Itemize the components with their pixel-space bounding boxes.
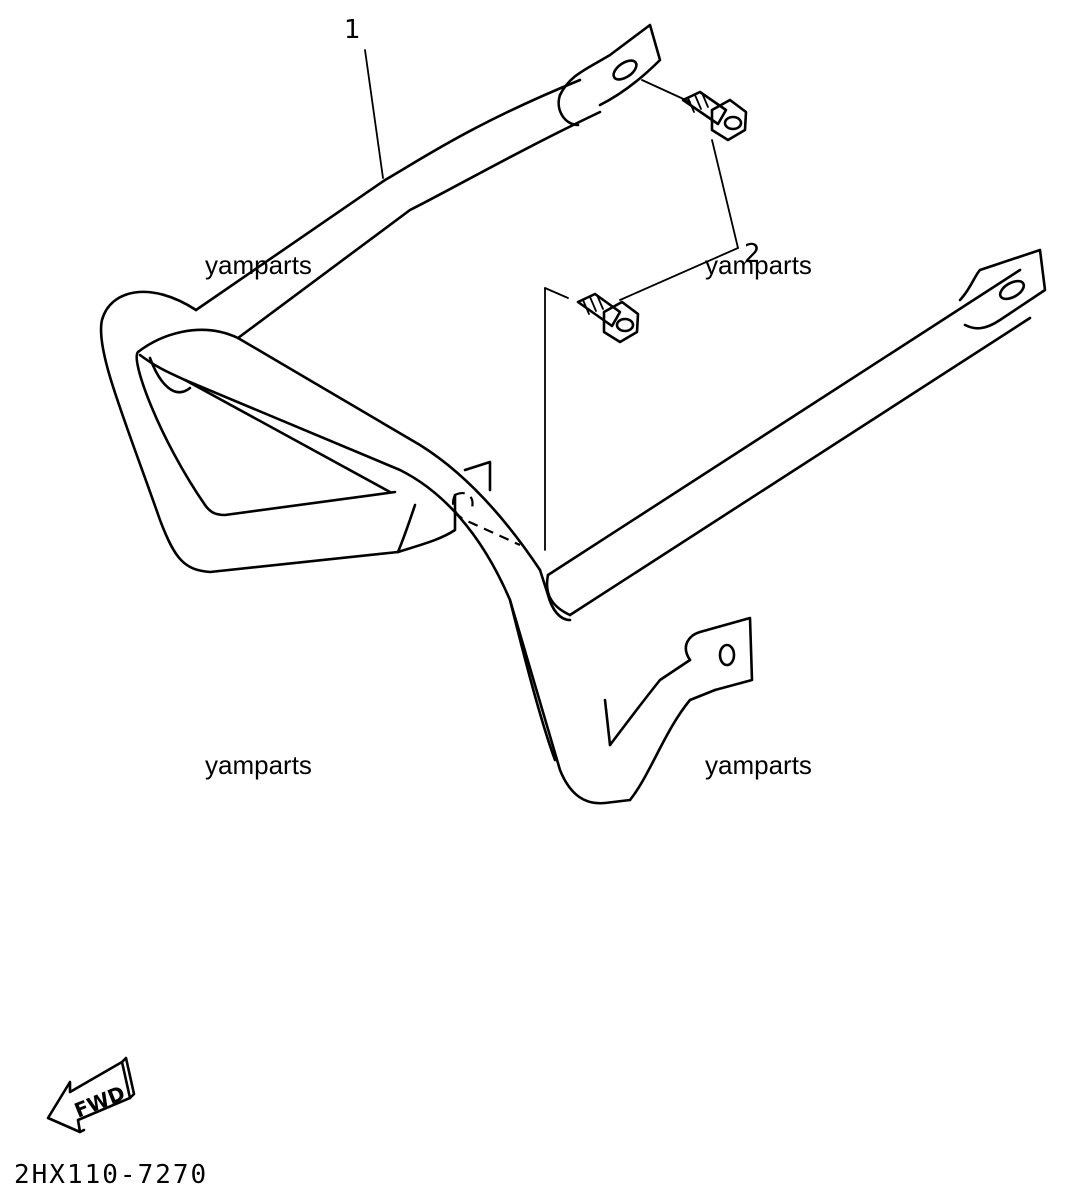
- watermark: yamparts: [705, 250, 812, 280]
- fwd-arrow-icon: FWD: [46, 1056, 136, 1134]
- bolt-upper: [681, 90, 748, 142]
- callout-2: 2: [744, 239, 761, 269]
- diagram-code: 2HX110-7270: [14, 1160, 209, 1190]
- watermark: yamparts: [705, 750, 812, 780]
- bolt-lower: [576, 292, 640, 344]
- watermark: yamparts: [205, 750, 312, 780]
- callout-1: 1: [344, 15, 361, 45]
- leader-lines: [364, 49, 739, 551]
- watermark: yamparts: [205, 250, 312, 280]
- guard-bar: [99, 23, 1047, 805]
